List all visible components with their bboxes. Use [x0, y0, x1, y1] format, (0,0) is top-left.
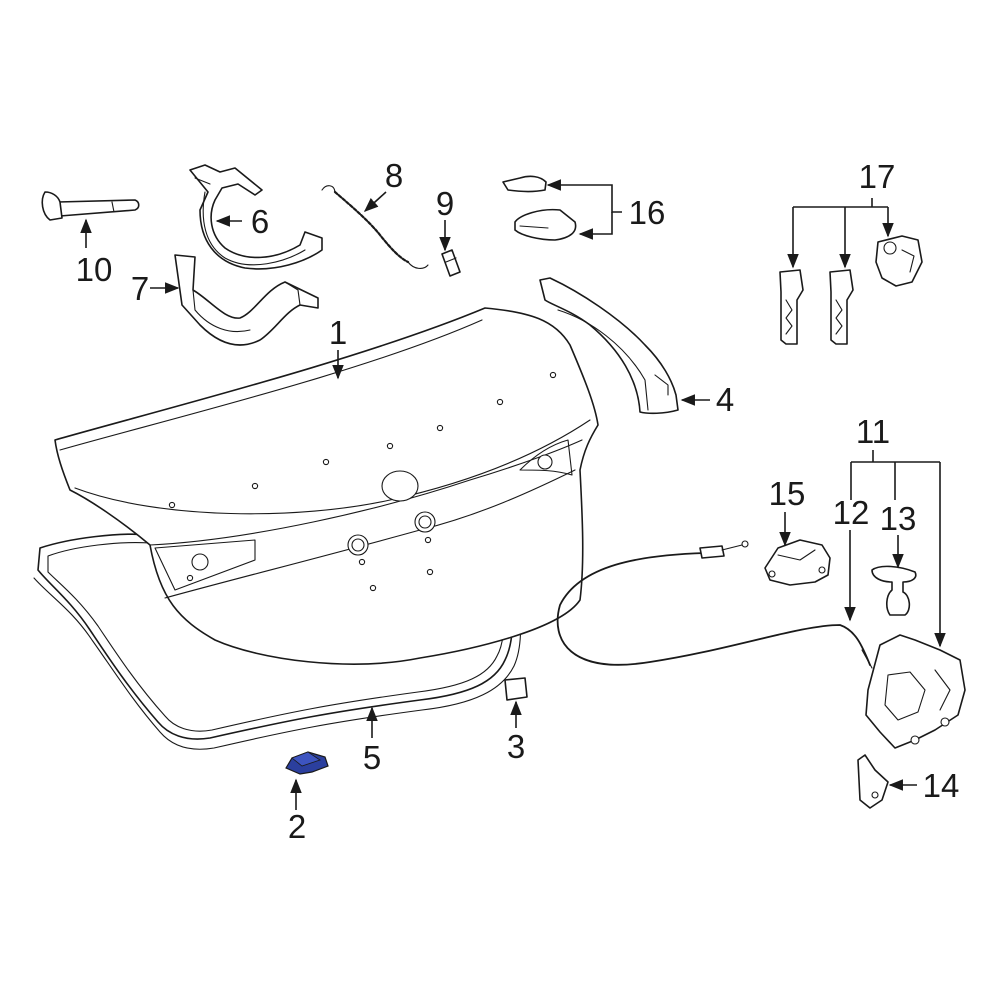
- part-11-latch[interactable]: [861, 634, 966, 749]
- callout-8: 8: [385, 157, 403, 194]
- callout-13: 13: [880, 500, 917, 537]
- release-cable[interactable]: [556, 540, 871, 666]
- part-6-hinge[interactable]: [189, 164, 323, 270]
- callout-9: 9: [436, 185, 454, 222]
- callout-7: 7: [131, 270, 149, 307]
- callout-5: 5: [363, 739, 381, 776]
- part-17-lock-set[interactable]: [779, 235, 923, 345]
- leader-lines: [80, 179, 946, 810]
- part-13-release-handle[interactable]: [871, 565, 917, 616]
- callout-2: 2: [288, 808, 306, 845]
- callout-3: 3: [507, 728, 525, 765]
- part-8-spring[interactable]: [321, 185, 429, 269]
- callout-16: 16: [629, 194, 666, 231]
- callout-6: 6: [251, 203, 269, 240]
- callout-15: 15: [769, 475, 806, 512]
- callout-12: 12: [833, 494, 870, 531]
- callout-17: 17: [859, 158, 896, 195]
- part-3-plug[interactable]: [504, 677, 528, 701]
- callout-11: 11: [856, 413, 890, 450]
- part-1-trunk-lid[interactable]: [54, 307, 599, 665]
- part-4-trim-panel[interactable]: [539, 277, 679, 415]
- part-2-bumper-highlighted[interactable]: [285, 751, 329, 775]
- callout-4: 4: [716, 381, 734, 418]
- part-9-clip[interactable]: [441, 249, 461, 277]
- callout-labels: 1 2 3 4 5 6 7 8 9 10 11 12 13 14 15 16 1…: [76, 157, 960, 845]
- callout-10: 10: [76, 251, 113, 288]
- callout-14: 14: [923, 767, 960, 804]
- part-10-rod[interactable]: [41, 191, 140, 221]
- part-14-bracket[interactable]: [857, 754, 889, 809]
- callout-1: 1: [329, 314, 347, 351]
- part-15-striker[interactable]: [764, 539, 831, 586]
- part-7-hinge[interactable]: [174, 254, 319, 346]
- part-16-bumpers[interactable]: [502, 175, 577, 241]
